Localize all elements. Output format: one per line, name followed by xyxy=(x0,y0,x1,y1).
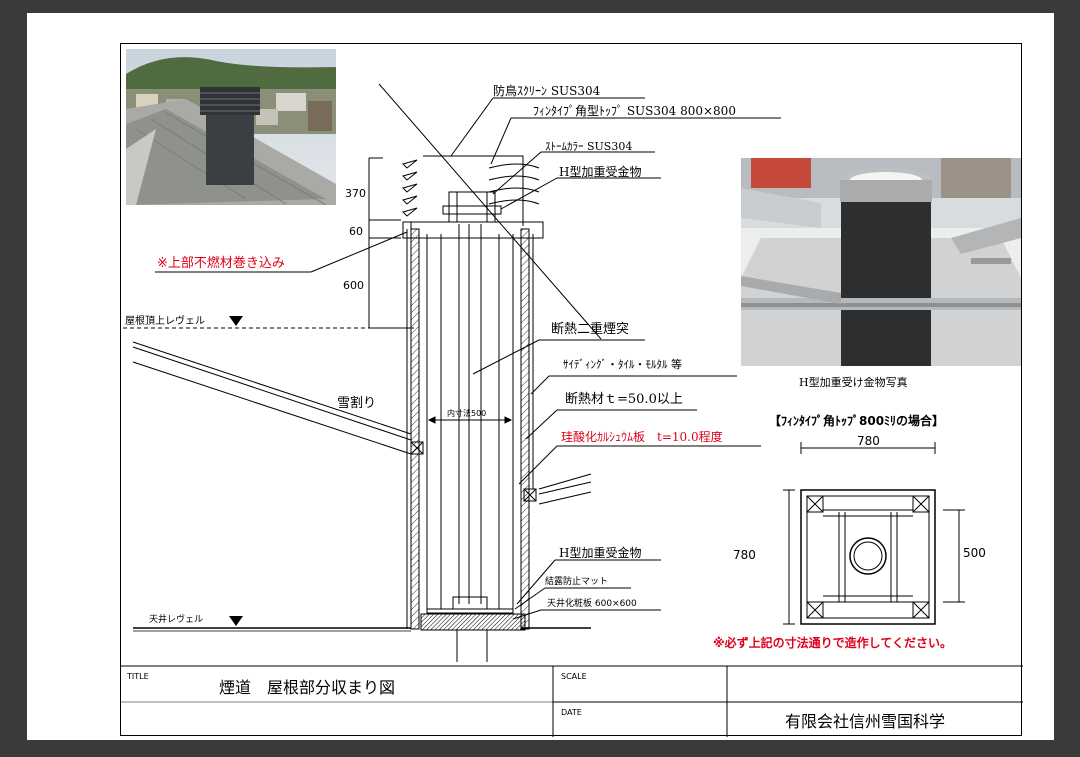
date-label: DATE xyxy=(561,708,582,717)
title-label: TITLE xyxy=(127,672,149,681)
ceiling-level-marker xyxy=(229,616,243,626)
rooftop-photo xyxy=(126,49,336,205)
dim-plan-height: 780 xyxy=(733,548,756,562)
roof-level-marker xyxy=(229,316,243,326)
dim-plan-inner: 500 xyxy=(963,546,986,560)
dim-370: 370 xyxy=(345,187,366,200)
notice-text: ※必ず上記の寸法通りで造作してください。 xyxy=(713,636,952,650)
chimney-section xyxy=(402,155,544,662)
label-siding: ｻｲﾃﾞｨﾝｸﾞ・ﾀｲﾙ・ﾓﾙﾀﾙ 等 xyxy=(563,358,682,371)
h-bracket-photo xyxy=(741,158,1021,366)
label-h-bracket-top: H型加重受金物 xyxy=(559,165,642,179)
drawing-sheet: 防鳥ｽｸﾘｰﾝ SUS304 ﾌｨﾝﾀｲﾌﾟ角型ﾄｯﾌﾟ SUS304 800×… xyxy=(27,13,1054,740)
photo-caption: H型加重受け金物写真 xyxy=(799,376,908,389)
height-dimensions xyxy=(368,157,411,329)
label-storm-collar: ｽﾄｰﾑｶﾗｰ SUS304 xyxy=(545,140,633,153)
label-nonflammable: ※上部不燃材巻き込み xyxy=(157,256,285,271)
label-h-bracket-bottom: H型加重受金物 xyxy=(559,546,642,560)
label-roof-level: 屋根頂上レヴェル xyxy=(125,316,205,327)
label-condensation: 結露防止マット xyxy=(545,577,609,587)
label-chimney: 断熱二重煙突 xyxy=(551,322,630,337)
label-insulation: 断熱材ｔ=50.0以上 xyxy=(565,392,683,407)
plan-view xyxy=(783,442,965,625)
dim-600: 600 xyxy=(343,279,364,292)
label-inner-dim: 内寸法500 xyxy=(447,409,487,418)
label-snow-guard: 雪割り xyxy=(337,396,377,411)
company-name: 有限会社信州雪国科学 xyxy=(785,712,946,731)
scale-label: SCALE xyxy=(561,672,587,681)
label-calcium-board: 珪酸化ｶﾙｼｭｳﾑ板 t=10.0程度 xyxy=(561,430,723,444)
plan-title: 【ﾌｨﾝﾀｲﾌﾟ角ﾄｯﾌﾟ800ﾐﾘの場合】 xyxy=(769,414,945,428)
roof-slope xyxy=(132,341,592,505)
title-block-grid xyxy=(121,665,1023,737)
label-ceiling-board: 天井化粧板 600×600 xyxy=(547,599,637,609)
label-ceiling-level: 天井レヴェル xyxy=(149,615,204,625)
inner-dimension xyxy=(427,416,513,424)
label-fin-top: ﾌｨﾝﾀｲﾌﾟ角型ﾄｯﾌﾟ SUS304 800×800 xyxy=(533,104,736,118)
label-bird-screen: 防鳥ｽｸﾘｰﾝ SUS304 xyxy=(493,84,601,98)
drawing-title: 煙道 屋根部分収まり図 xyxy=(219,678,396,697)
dim-60: 60 xyxy=(349,225,363,238)
drawing-frame: 防鳥ｽｸﾘｰﾝ SUS304 ﾌｨﾝﾀｲﾌﾟ角型ﾄｯﾌﾟ SUS304 800×… xyxy=(120,43,1023,737)
chimney-diagram xyxy=(121,83,1023,737)
dim-plan-width: 780 xyxy=(857,434,880,448)
